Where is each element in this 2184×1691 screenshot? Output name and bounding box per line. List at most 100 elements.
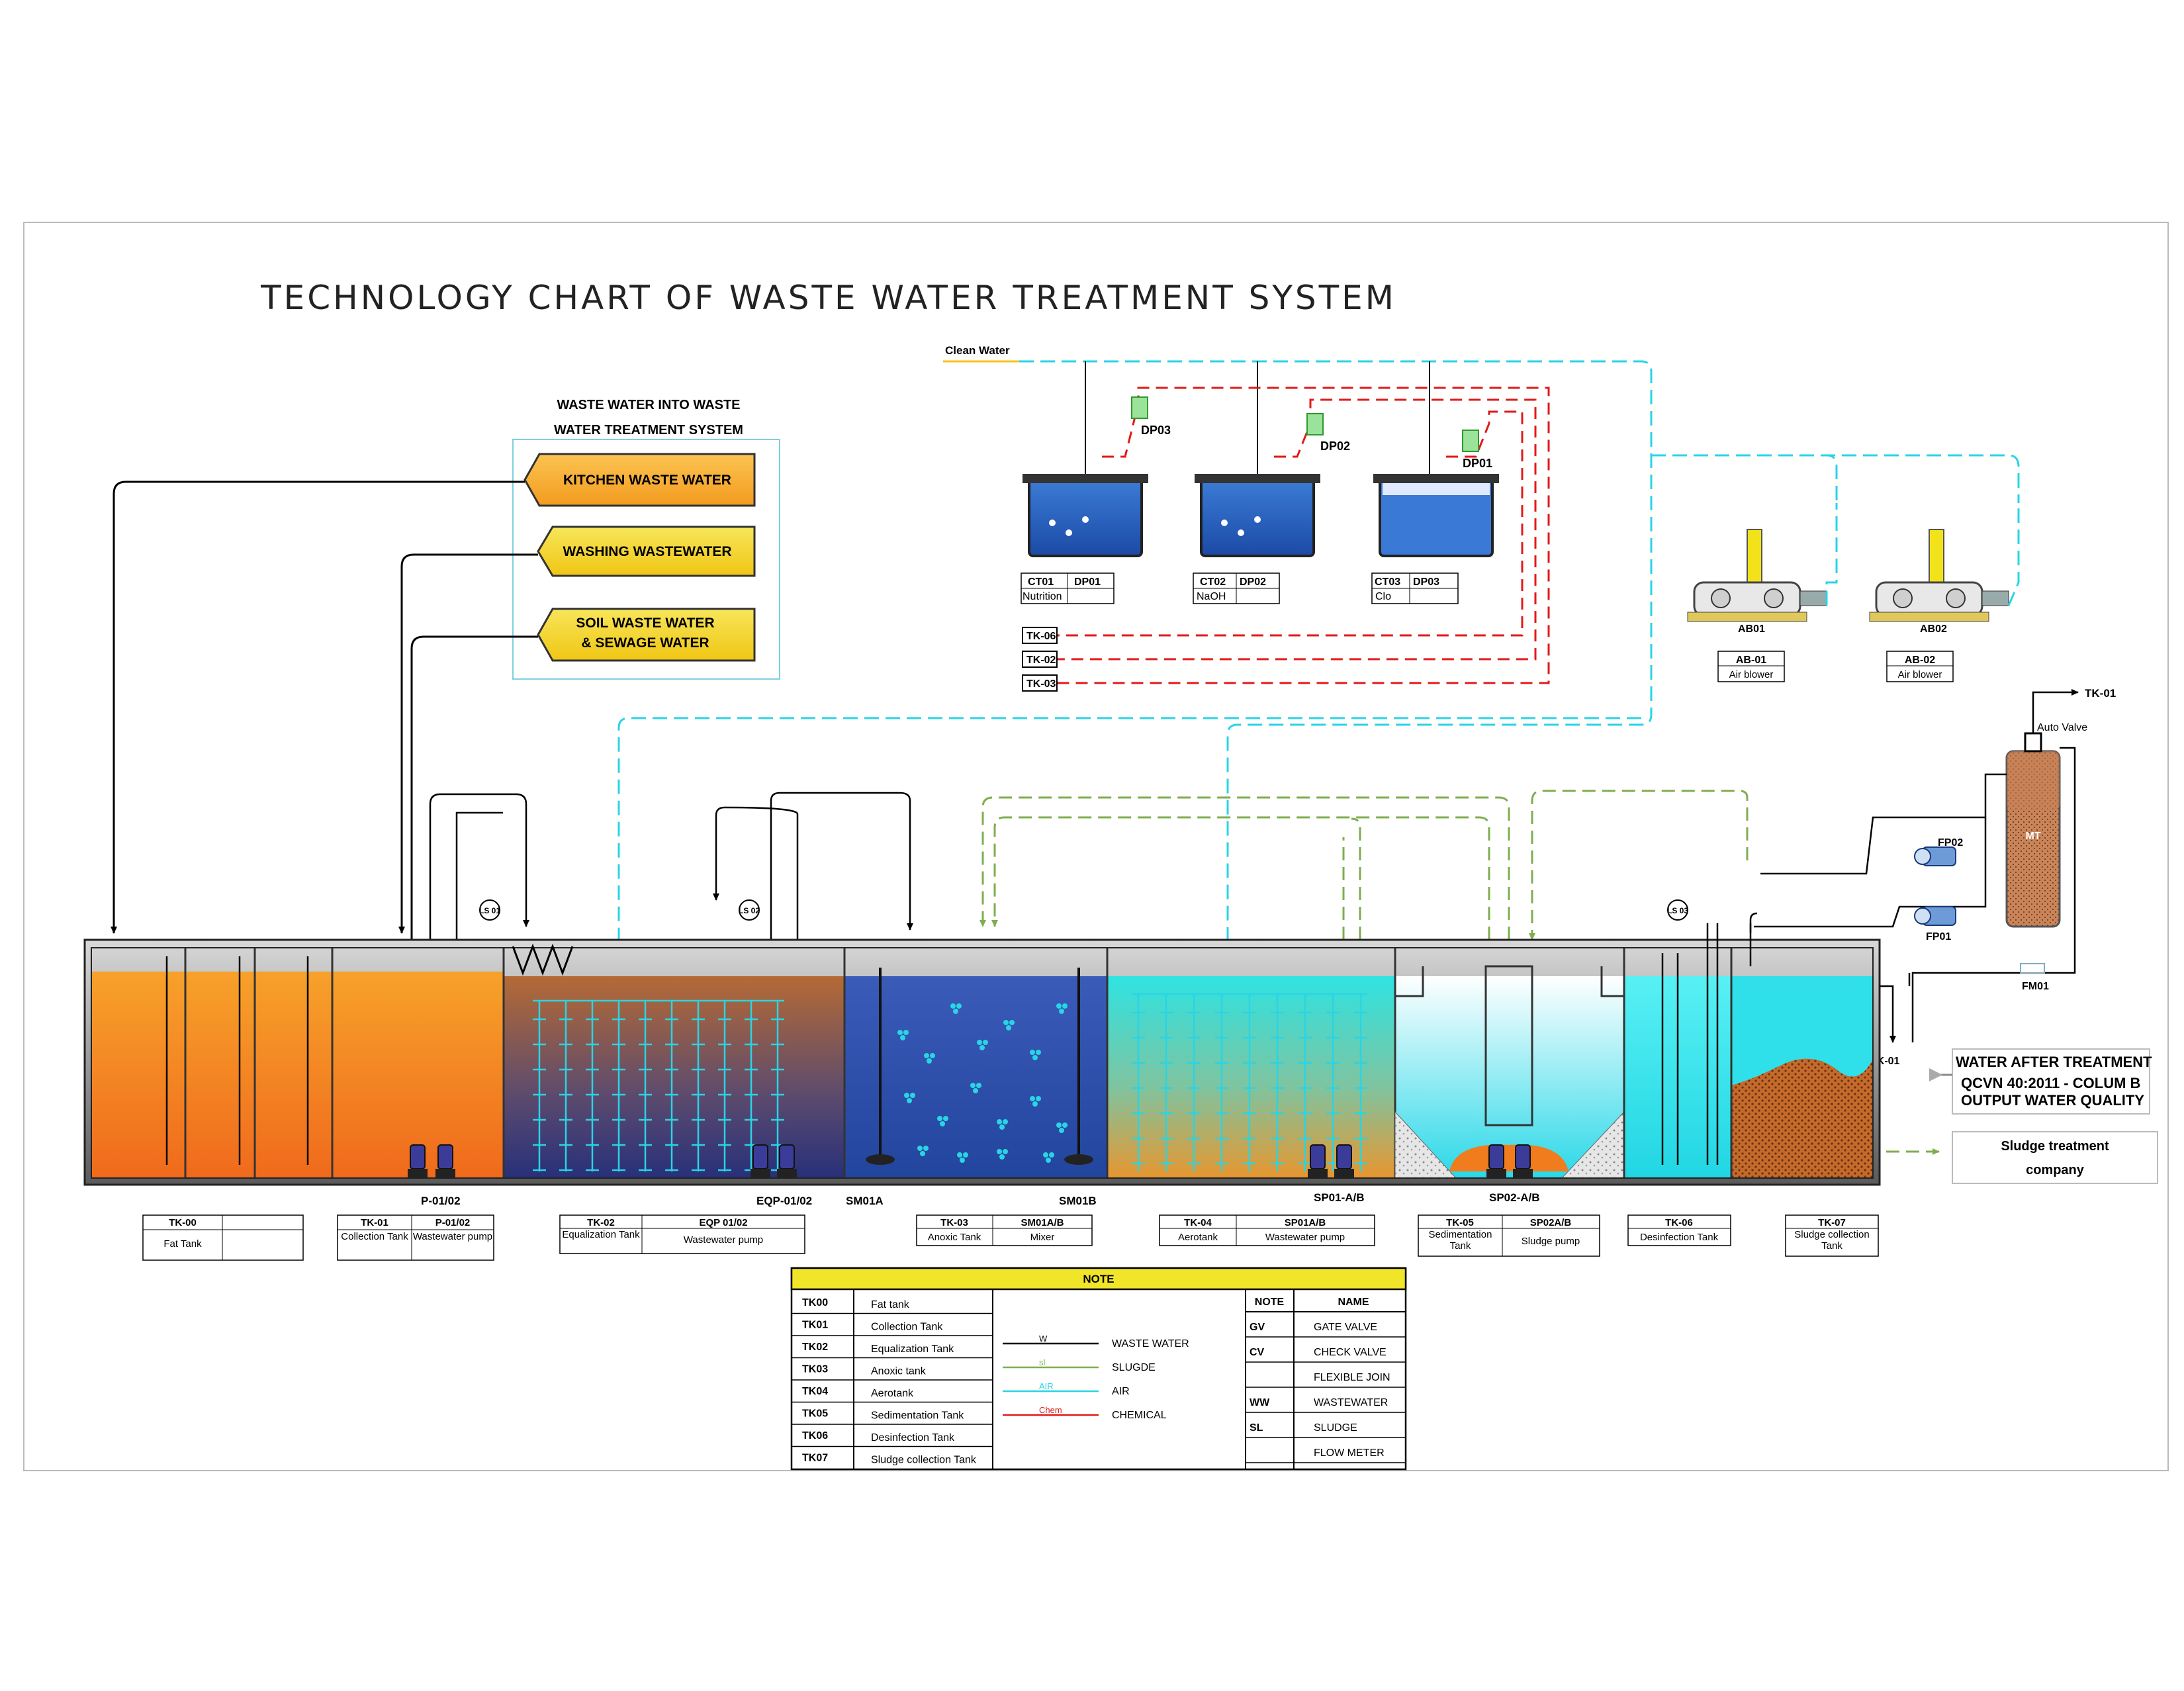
tk05-center-well [1484,965,1533,1126]
ct03-name: Clo [1375,591,1391,602]
dp03-pump-icon [1131,396,1148,419]
tk04-name: Aerotank [1178,1232,1218,1243]
legend-tank-code: TK00 [802,1297,828,1308]
tank-train: LS 01 LS 02 LS 03 [83,899,1896,1186]
fp02-line [1760,773,2007,875]
legend-symbol-name: CHECK VALVE [1314,1347,1387,1358]
ct03-pump: DP03 [1413,576,1439,588]
chemical-dosing: Clean Water DP03 DP02 DP01 [615,344,2020,974]
washing-source-tag [537,526,756,577]
ct01-tank [1023,474,1148,557]
inflow-header-2: WATER TREATMENT SYSTEM [554,423,743,437]
fp02-tag: FP02 [1938,837,1963,848]
tk07-name: Sludge collection Tank [1794,1229,1870,1252]
air-blower-line [1651,454,2020,503]
tk02-eq-name: Wastewater pump [684,1234,763,1246]
fp01-tag: FP01 [1926,931,1951,942]
tk03-eq: SM01A/B [1021,1217,1064,1228]
ab02-name: Air blower [1898,669,1942,680]
legend-symbol-note: GV [1250,1322,1265,1333]
legend-line-name: WASTE WATER [1112,1338,1189,1349]
ls03-tag: LS 03 [1667,906,1688,915]
chem-dest-tags: TK-06 TK-02 TK-03 [1022,627,1058,692]
tk00-table: TK-00 Fat Tank [142,1214,304,1261]
ls02-tag: LS 02 [739,906,760,915]
legend-symbol-name: SLUDGE [1314,1422,1357,1434]
inflow-box [512,439,780,680]
legend-line-name: AIR [1112,1386,1130,1397]
legend-line-code: W [1039,1334,1048,1344]
legend-tank-name: Aerotank [871,1388,914,1399]
legend-tank-name: Sedimentation Tank [871,1410,964,1422]
ab02-code: AB-02 [1905,655,1935,666]
ct02-pump: DP02 [1240,576,1266,588]
inflow-sources: WASTE WATER INTO WASTE WATER TREATMENT S… [512,398,780,680]
tk03-eq-name: Mixer [1030,1232,1055,1243]
tk06-name: Desinfection Tank [1640,1232,1719,1243]
legend-line-code: Chem [1039,1405,1062,1415]
aero-diffuser-grid [1132,993,1367,1171]
legend-symbol-note: WW [1250,1397,1270,1408]
tk00-code: TK-00 [169,1217,197,1228]
chem-dest-tk03: TK-03 [1026,678,1056,690]
legend-box [790,1267,1407,1471]
backwash-line [2032,689,2079,733]
sm01b-mixer-icon [1064,1154,1093,1165]
tk01-table: TK-01 P-01/02 Collection Tank Wastewater… [337,1214,494,1261]
soil-line [410,635,538,972]
backwash-dest: TK-01 [2085,687,2116,700]
filter-column: MT Auto Valve TK-01 FP02 FP01 FM01 TK-01 [1754,687,2116,1067]
legend-symbol-note: SL [1250,1422,1263,1434]
pump-tag-p01: P-01/02 [421,1195,461,1207]
overflow-weir-icon [512,943,574,976]
tk02-eq: EQP 01/02 [699,1217,747,1228]
submersible-pump-icon [751,1144,770,1178]
fm01-flow-meter-icon [2020,963,2045,974]
legend-tank-code: TK06 [802,1430,828,1441]
ct01-pump: DP01 [1074,576,1101,588]
legend-note-header: NOTE [1255,1297,1285,1308]
tk02-name: Equalization Tank [562,1229,640,1240]
sludge-company-2: company [2026,1163,2085,1177]
air-main-line [1019,360,1653,972]
tk03-code: TK-03 [940,1217,968,1228]
air-blower-line-2 [1651,454,1838,503]
mixer-tag-sm01b: SM01B [1059,1195,1097,1207]
legend-title: NOTE [1083,1273,1114,1285]
ct01-table: CT01 DP01 Nutrition [1021,572,1115,604]
output-boxes: WATER AFTER TREATMENT QCVN 40:2011 - COL… [1929,1048,2158,1184]
ab01-tag: AB01 [1738,623,1765,635]
submersible-pump-icon [1334,1144,1354,1178]
inflow-header-1: WASTE WATER INTO WASTE [557,398,740,412]
output-line-3: OUTPUT WATER QUALITY [1961,1092,2144,1109]
legend-line-code: sl [1039,1357,1046,1367]
ct03-tank [1373,474,1499,557]
ab02-tag: AB02 [1920,623,1947,635]
tk07-code: TK-07 [1818,1217,1846,1228]
tk06-code: TK-06 [1665,1217,1693,1228]
legend-tank-code: TK03 [802,1364,828,1375]
mt-label: MT [2025,831,2040,842]
legend-symbol-header: NOTE NAME [1246,1289,1406,1469]
ct02-code: CT02 [1200,576,1226,588]
air-blowers: AB01 AB-01 Air blower AB02 AB-02 Air blo… [1687,503,2020,682]
ab01-blower-icon [1687,529,1827,622]
ls01-icon [479,899,500,921]
tk00-name: Fat Tank [163,1238,202,1250]
legend-symbol-note: CV [1250,1347,1265,1358]
tk05-name: Sedimentation Tank [1428,1229,1492,1252]
clean-water-label: Clean Water [945,344,1010,357]
tk03-liquid [844,976,1107,1178]
submersible-pump-icon [1513,1144,1533,1178]
soil-source-label-2: & SEWAGE WATER [581,635,709,651]
kitchen-line [111,480,525,934]
chem-lines [1029,387,1550,684]
ab02-air-riser [2007,503,2020,606]
tk01-eq-name: Wastewater pump [412,1231,493,1242]
chem-line-ct02 [1029,398,1537,661]
tank-inner-frame [91,947,1874,1179]
submersible-pump-icon [777,1144,797,1178]
